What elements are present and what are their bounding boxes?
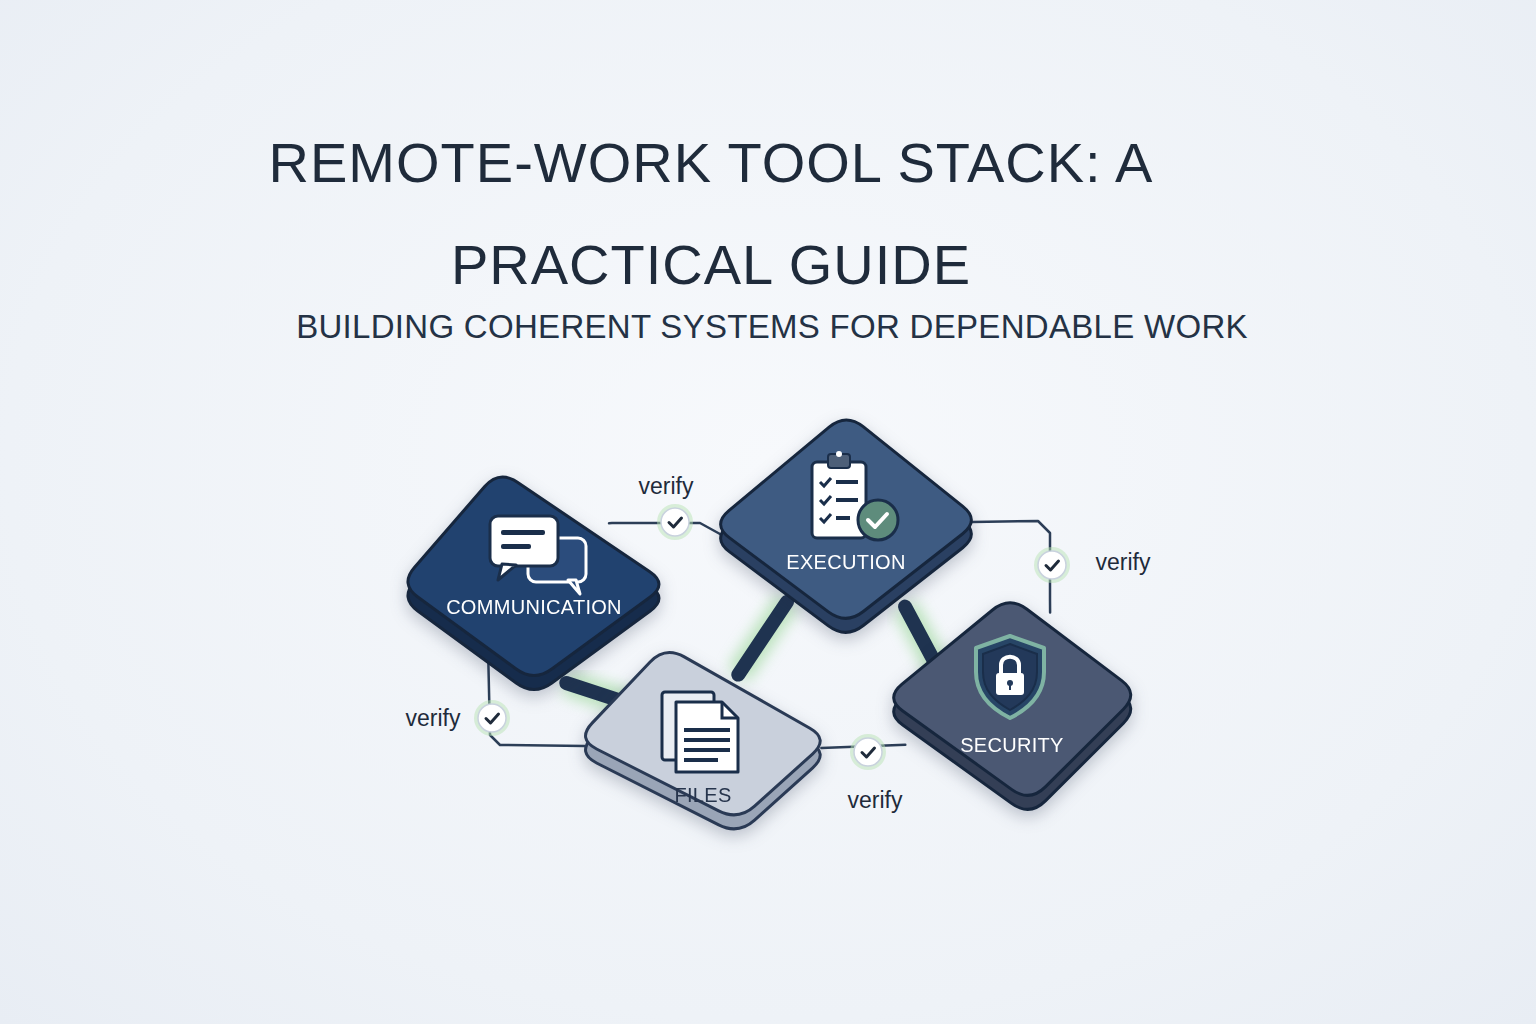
node-label: FILES [577,784,829,807]
diamond-outline [577,646,829,850]
edge-label: verify [639,473,694,500]
connector-glow [738,602,787,675]
subtitle: BUILDING COHERENT SYSTEMS FOR DEPENDABLE… [200,308,1344,346]
verify-connector [609,523,720,534]
check-glow [1034,547,1070,583]
document-icon [662,692,738,772]
tool-diamond: COMMUNICATION [400,470,668,712]
node-label: SECURITY [885,734,1139,757]
tool-diamond: SECURITY [885,596,1139,832]
check-circle [661,508,689,536]
check-mark [669,518,682,527]
tool-diamond: EXECUTION [712,413,980,655]
diamond-outline [885,596,1139,832]
diamond-face [408,477,659,675]
check-mark [862,748,875,757]
check-circle [478,704,506,732]
title: REMOTE-WORK TOOL STACK: A PRACTICAL GUID… [236,112,1186,316]
check-glow [850,734,886,770]
diamond-outline [400,470,668,712]
node-label: EXECUTION [712,551,980,574]
tool-diamond: FILES [577,646,829,850]
check-circle [854,738,882,766]
diamond-face [894,603,1131,796]
check-circle [1038,551,1066,579]
edge-label: verify [1096,549,1151,576]
shield-icon [976,636,1044,718]
edge-label: verify [848,787,903,814]
chat-icon [490,516,586,594]
clipboard-icon [812,451,898,540]
diamond-outline [712,413,980,655]
check-glow [657,504,693,540]
edge-label: verify [406,705,461,732]
check-mark [486,714,499,723]
check-glow [474,700,510,736]
link-bar [738,602,787,675]
node-label: COMMUNICATION [400,596,668,619]
check-mark [1046,561,1059,570]
verify-connector [821,745,905,748]
verify-connector [972,521,1050,613]
diamond-face [721,420,972,618]
